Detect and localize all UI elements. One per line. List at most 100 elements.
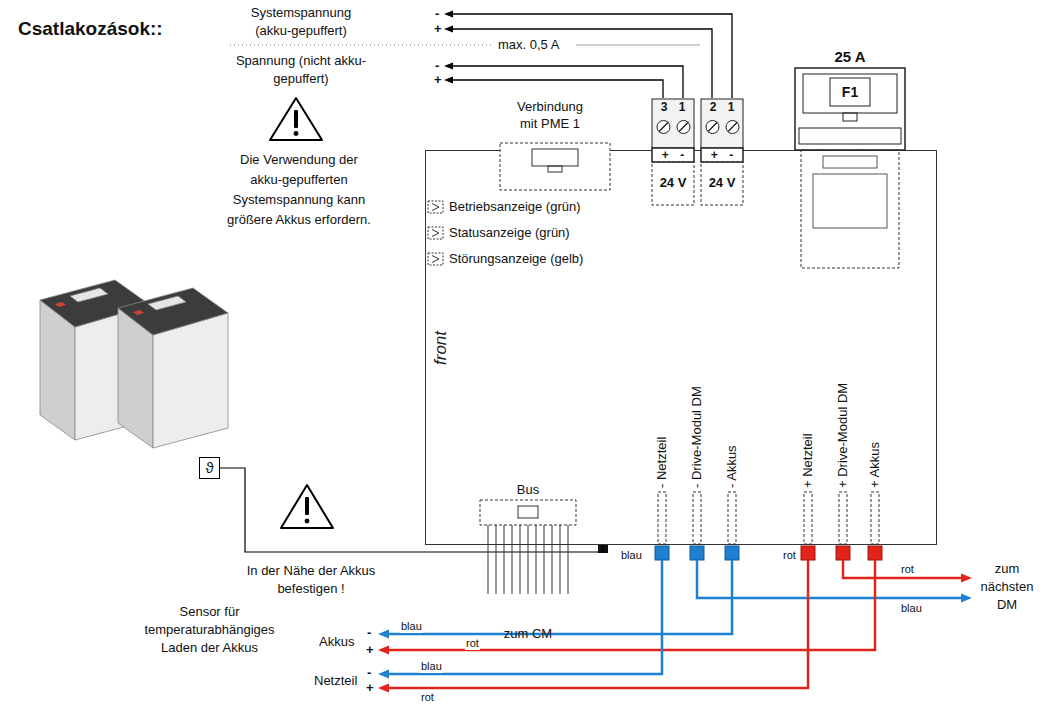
drawing-line bbox=[230, 45, 492, 46]
terminal-label: + Drive-Modul DM bbox=[835, 383, 851, 488]
drawing-polygon bbox=[148, 296, 186, 310]
status-led: Statusanzeige (grün) bbox=[427, 224, 627, 242]
drawing-line bbox=[512, 525, 513, 594]
drawing-rect bbox=[200, 458, 220, 479]
drawing-rect bbox=[843, 113, 857, 121]
drawing-path bbox=[452, 66, 683, 98]
drawing-rect bbox=[480, 500, 576, 525]
drawing-rect bbox=[294, 110, 298, 128]
wire-color: blau bbox=[900, 601, 923, 615]
drawing-line bbox=[679, 123, 688, 132]
status-led: Betriebsanzeige (grün) bbox=[427, 198, 627, 216]
drawing-line bbox=[528, 525, 529, 594]
drawing-polygon bbox=[961, 594, 972, 603]
drawing-rect bbox=[658, 492, 666, 544]
drawing-line bbox=[504, 525, 505, 594]
output-label: Systemspannung (akku-gepuffert) bbox=[240, 4, 362, 40]
drawing-rect bbox=[803, 74, 897, 113]
drawing-line bbox=[560, 525, 561, 594]
drawing-rect bbox=[548, 166, 562, 172]
drawing-polygon bbox=[378, 630, 389, 639]
drawing-polygon bbox=[153, 313, 228, 448]
drawing-path bbox=[432, 204, 439, 211]
wire-color: blau bbox=[620, 548, 643, 562]
drawing-path bbox=[452, 80, 663, 98]
drawing-circle bbox=[726, 121, 739, 134]
drawing-line bbox=[520, 525, 521, 594]
wire-target: Akkus bbox=[318, 634, 355, 650]
drawing-rect bbox=[428, 201, 443, 213]
polarity-sign: - bbox=[366, 625, 372, 641]
polarity-sign: + bbox=[433, 72, 443, 88]
polarity-sign: - bbox=[434, 6, 440, 22]
drawing-rect bbox=[701, 162, 743, 205]
led-symbol bbox=[427, 250, 447, 268]
drawing-rect bbox=[801, 546, 815, 560]
drawing-polygon bbox=[961, 574, 972, 583]
sensor-label: Sensor für temperaturabhängiges Laden de… bbox=[142, 603, 277, 657]
drawing-path bbox=[697, 560, 962, 598]
drawing-line bbox=[729, 122, 738, 131]
drawing-rect bbox=[532, 149, 578, 166]
drawing-circle bbox=[677, 121, 690, 134]
wire-color: blau bbox=[420, 659, 443, 673]
drawing-rect bbox=[830, 78, 870, 106]
voltage-rating: 24 V bbox=[700, 175, 744, 191]
drawing-rect bbox=[813, 174, 887, 228]
drawing-line bbox=[496, 525, 497, 594]
warning-note: In der Nähe der Akkus befestigen ! bbox=[245, 562, 377, 598]
drawing-line bbox=[680, 122, 689, 131]
drawing-rect bbox=[428, 253, 443, 265]
polarity-sign: + - bbox=[651, 148, 695, 162]
drawing-path bbox=[452, 14, 732, 98]
power-wires bbox=[388, 560, 962, 688]
connector-label: Verbindung mit PME 1 bbox=[510, 98, 590, 132]
drawing-circle bbox=[657, 121, 670, 134]
drawing-line bbox=[660, 122, 669, 131]
wire-target: zum nächsten DM bbox=[975, 560, 1039, 614]
voltage-rating: 24 V bbox=[651, 175, 695, 191]
output-label: Spannung (nicht akku-gepuffert) bbox=[225, 52, 377, 88]
drawing-polygon bbox=[133, 310, 144, 315]
led-symbol bbox=[427, 224, 447, 242]
drawing-rect bbox=[305, 497, 309, 515]
drawing-rect bbox=[652, 148, 694, 162]
polarity-sign: - bbox=[366, 665, 372, 681]
drawing-line bbox=[659, 123, 668, 132]
drawing-polygon bbox=[378, 684, 389, 693]
drawing-rect bbox=[801, 150, 899, 268]
drawing-rect bbox=[652, 162, 694, 205]
power-arrowheads bbox=[378, 574, 972, 693]
drawing-rect bbox=[804, 492, 812, 544]
drawing-path bbox=[452, 29, 712, 98]
polarity-sign: + - bbox=[700, 148, 744, 162]
drawing-rect bbox=[693, 492, 701, 544]
sensor-symbol: ϑ bbox=[199, 459, 220, 477]
drawing-rect bbox=[868, 546, 882, 560]
drawing-path bbox=[432, 256, 439, 263]
fuse-name: F1 bbox=[830, 84, 870, 100]
drawing-line bbox=[728, 123, 737, 132]
drawing-line bbox=[708, 123, 717, 132]
drawing-polygon bbox=[70, 288, 108, 302]
temperature-sensor: ϑSensor für temperaturabhängiges Laden d… bbox=[199, 457, 220, 479]
wire-color: rot bbox=[782, 548, 797, 562]
drawing-line bbox=[568, 525, 569, 594]
drawing-rect bbox=[728, 492, 736, 544]
drawing-polygon bbox=[444, 26, 453, 33]
drawing-rect bbox=[823, 156, 877, 168]
led-label: Störungsanzeige (gelb) bbox=[449, 250, 583, 268]
power-terminal: - Akkus bbox=[720, 360, 744, 545]
drawing-path bbox=[388, 560, 875, 650]
drawing-rect bbox=[795, 68, 905, 150]
drawing-polygon bbox=[55, 302, 66, 307]
separator-line bbox=[230, 45, 700, 46]
warning-symbol bbox=[281, 485, 333, 528]
drawing-path bbox=[388, 560, 662, 674]
drawing-path bbox=[432, 230, 439, 237]
power-terminal: + Drive-Modul DM bbox=[831, 360, 855, 545]
warning-note: Die Verwendung der akku-gepufferten Syst… bbox=[223, 150, 375, 230]
drawing-rect bbox=[839, 492, 847, 544]
led-label: Betriebsanzeige (grün) bbox=[449, 198, 581, 216]
